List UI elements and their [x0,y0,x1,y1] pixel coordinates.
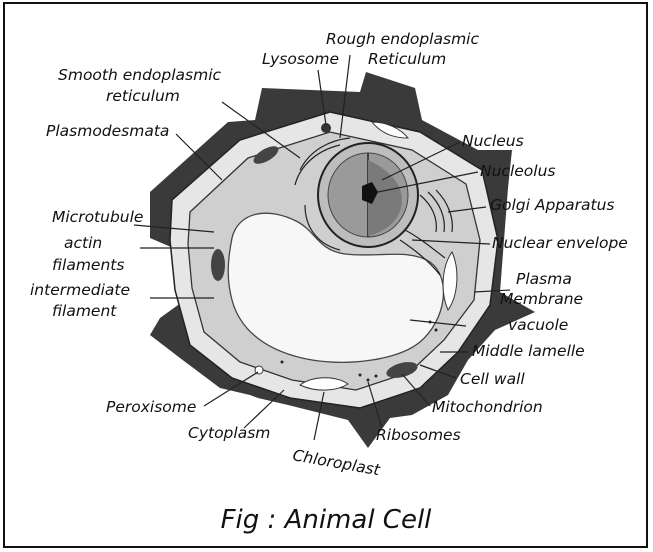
label-plasma-2: Membrane [500,290,583,308]
label-peroxisome: Peroxisome [106,398,196,416]
label-intermediate-1: intermediate [30,281,130,299]
label-chloroplast: Chloroplast [291,446,382,479]
label-golgi: Golgi Apparatus [490,196,615,214]
label-cytoplasm: Cytoplasm [188,424,270,442]
label-cell-wall: Cell wall [460,370,525,388]
label-actin-1: actin [64,234,102,252]
label-rough-er-1: Rough endoplasmic [326,30,479,48]
label-plasma-1: Plasma [516,270,572,288]
label-nucleus: Nucleus [462,132,524,150]
label-intermediate-2: filament [52,302,117,320]
label-ribosomes: Ribosomes [376,426,461,444]
label-lysosome: Lysosome [262,50,339,68]
label-plasmodesmata: Plasmodesmata [46,122,169,140]
cell-wall-illustration [150,72,535,448]
label-smooth-er-2: reticulum [106,87,180,105]
label-middle-lamelle: Middle lamelle [472,342,585,360]
label-smooth-er-1: Smooth endoplasmic [58,66,222,84]
label-actin-2: filaments [52,256,124,274]
label-nucleolus: Nucleolus [480,162,555,180]
label-vacuole: vacuole [508,316,568,334]
label-rough-er-2: Reticulum [368,50,446,68]
label-mitochondrion: Mitochondrion [432,398,543,416]
label-nuclear-envelope: Nuclear envelope [492,234,628,252]
label-microtubule: Microtubule [52,208,143,226]
figure-caption: Fig : Animal Cell [221,505,433,535]
